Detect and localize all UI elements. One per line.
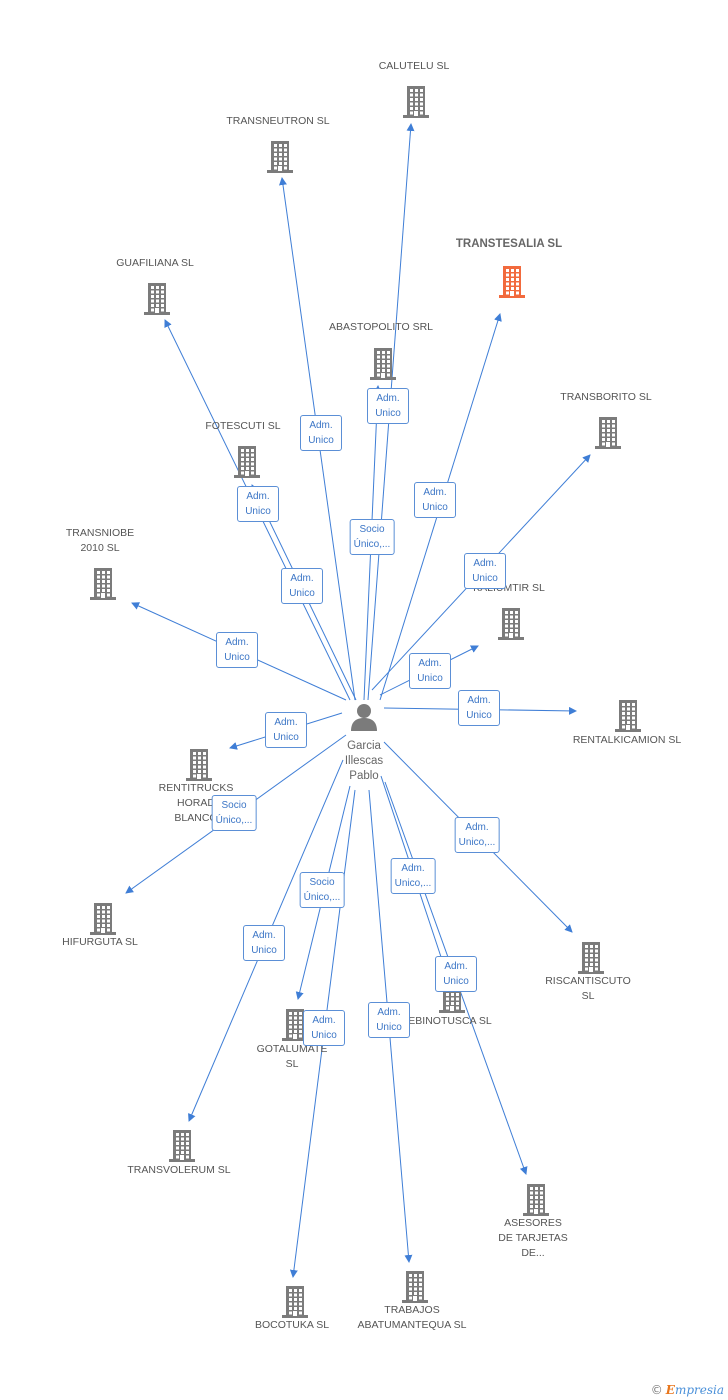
edge-label-abastopolito[interactable]: Socio Único,... [349, 519, 395, 555]
edge-label-calutelu[interactable]: Adm. Unico [367, 388, 409, 424]
company-label-abastopolito[interactable]: ABASTOPOLITO SRL [328, 321, 434, 333]
company-label-transtesalia[interactable]: TRANSTESALIA SL [455, 238, 563, 250]
company-label-kaliumtir[interactable]: KALIUMTIR SL [473, 582, 545, 594]
building-icon[interactable] [141, 282, 173, 316]
building-icon[interactable] [496, 265, 528, 299]
building-icon[interactable] [400, 85, 432, 119]
edge-label-gotalumate[interactable]: Socio Único,... [299, 872, 345, 908]
building-icon[interactable] [183, 748, 215, 782]
edge-label-transniobe[interactable]: Adm. Unico [216, 632, 258, 668]
copyright-symbol: © [650, 1383, 663, 1397]
edge-label-guafiliana[interactable]: Adm. Unico [237, 486, 279, 522]
building-icon[interactable] [367, 347, 399, 381]
company-label-transvolerum[interactable]: TRANSVOLERUM SL [127, 1164, 231, 1176]
edge-label-bocotuka[interactable]: Adm. Unico [303, 1010, 345, 1046]
building-icon[interactable] [592, 416, 624, 450]
edge-label-ebinotusca[interactable]: Adm. Unico,... [390, 858, 436, 894]
edge-label-trabajos[interactable]: Adm. Unico [368, 1002, 410, 1038]
company-label-rentalkicamion[interactable]: RENTALKICAMION SL [572, 734, 682, 746]
edge-label-transtesalia[interactable]: Adm. Unico [414, 482, 456, 518]
company-label-asesores[interactable]: ASESORES DE TARJETAS DE... [498, 1217, 568, 1259]
company-label-ebinotusca[interactable]: EBINOTUSCA SL [408, 1015, 492, 1027]
brand-name: mpresia [674, 1383, 724, 1397]
company-label-transborito[interactable]: TRANSBORITO SL [560, 391, 652, 403]
building-icon[interactable] [520, 1183, 552, 1217]
edge-label-riscantiscuto[interactable]: Adm. Unico,... [454, 817, 500, 853]
edge-label-rentalkicamion[interactable]: Adm. Unico [458, 690, 500, 726]
building-icon[interactable] [612, 699, 644, 733]
company-label-calutelu[interactable]: CALUTELU SL [378, 60, 450, 72]
edge-label-transneutron[interactable]: Adm. Unico [300, 415, 342, 451]
company-label-guafiliana[interactable]: GUAFILIANA SL [116, 257, 194, 269]
building-icon[interactable] [87, 567, 119, 601]
edge-label-fotescuti[interactable]: Adm. Unico [281, 568, 323, 604]
company-label-riscantiscuto[interactable]: RISCANTISCUTO SL [545, 975, 631, 1002]
building-icon[interactable] [279, 1285, 311, 1319]
edge-label-rentitrucks[interactable]: Adm. Unico [265, 712, 307, 748]
edge-label-hifurguta[interactable]: Socio Único,... [211, 795, 257, 831]
person-label: Garcia Illescas Pablo [344, 740, 384, 782]
building-icon[interactable] [264, 140, 296, 174]
building-icon[interactable] [166, 1129, 198, 1163]
edge-label-transvolerum[interactable]: Adm. Unico [243, 925, 285, 961]
company-label-transniobe[interactable]: TRANSNIOBE 2010 SL [65, 527, 135, 554]
building-icon[interactable] [231, 445, 263, 479]
company-label-fotescuti[interactable]: FOTESCUTI SL [205, 420, 281, 432]
company-label-hifurguta[interactable]: HIFURGUTA SL [62, 936, 138, 948]
company-label-transneutron[interactable]: TRANSNEUTRON SL [226, 115, 330, 127]
building-icon[interactable] [279, 1008, 311, 1042]
edge-label-kaliumtir[interactable]: Adm. Unico [409, 653, 451, 689]
person-icon [351, 704, 377, 731]
company-label-rentitrucks[interactable]: RENTITRUCKS HORAD BLANCO [158, 782, 234, 824]
company-label-bocotuka[interactable]: BOCOTUKA SL [254, 1319, 330, 1331]
building-icon[interactable] [87, 902, 119, 936]
company-label-gotalumate[interactable]: GOTALUMATE SL [256, 1043, 328, 1070]
building-icon[interactable] [399, 1270, 431, 1304]
brand-initial: E [665, 1383, 675, 1397]
edge-label-transborito[interactable]: Adm. Unico [464, 553, 506, 589]
building-icon[interactable] [495, 607, 527, 641]
edge-label-asesores[interactable]: Adm. Unico [435, 956, 477, 992]
building-icon[interactable] [575, 941, 607, 975]
person-node[interactable] [348, 701, 380, 735]
company-label-trabajos[interactable]: TRABAJOS ABATUMANTEQUA SL [357, 1304, 467, 1331]
footer-brand[interactable]: ©Empresia [651, 1383, 724, 1397]
